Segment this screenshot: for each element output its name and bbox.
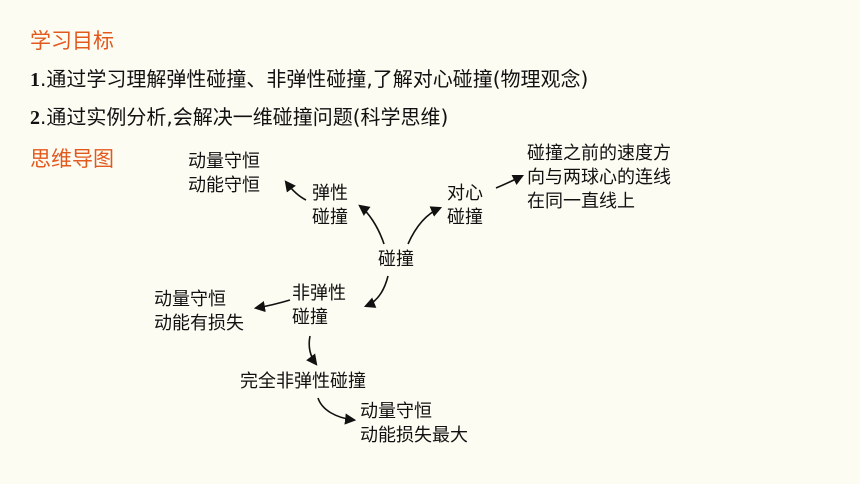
elastic-collision-node: 弹性 碰撞	[312, 183, 348, 228]
collision-center-node: 碰撞	[378, 249, 414, 270]
goal-text: .通过实例分析,会解决一维碰撞问题(科学思维)	[40, 105, 449, 129]
goal-text: .通过学习理解弹性碰撞、非弹性碰撞,了解对心碰撞(物理观念)	[40, 67, 589, 91]
elastic-result-node: 动量守恒 动能守恒	[188, 151, 260, 196]
perfect-result-node: 动量守恒 动能损失最大	[360, 401, 468, 446]
goal-item-1: 1.通过学习理解弹性碰撞、非弹性碰撞,了解对心碰撞(物理观念)	[30, 66, 588, 93]
central-collision-description: 碰撞之前的速度方 向与两球心的连线 在同一直线上	[527, 143, 671, 212]
arrow-elastic-result	[284, 180, 307, 201]
inelastic-collision-node: 非弹性 碰撞	[292, 283, 346, 328]
mind-map-heading: 思维导图	[30, 147, 114, 171]
arrow-inelastic-result	[253, 299, 291, 313]
arrow-perfect-result	[317, 397, 357, 425]
arrow-to-perfect	[306, 335, 318, 366]
goal-number: 1	[30, 69, 40, 91]
arrow-to-inelastic	[363, 275, 389, 308]
learning-goals-heading: 学习目标	[30, 29, 114, 53]
arrow-to-elastic	[358, 204, 385, 245]
goal-number: 2	[30, 107, 40, 129]
central-collision-node: 对心 碰撞	[447, 183, 483, 228]
perfectly-inelastic-node: 完全非弹性碰撞	[240, 371, 366, 392]
goal-item-2: 2.通过实例分析,会解决一维碰撞问题(科学思维)	[30, 104, 448, 131]
arrow-to-central	[407, 206, 443, 245]
arrow-central-desc	[495, 174, 525, 189]
inelastic-result-node: 动量守恒 动能有损失	[154, 289, 244, 334]
